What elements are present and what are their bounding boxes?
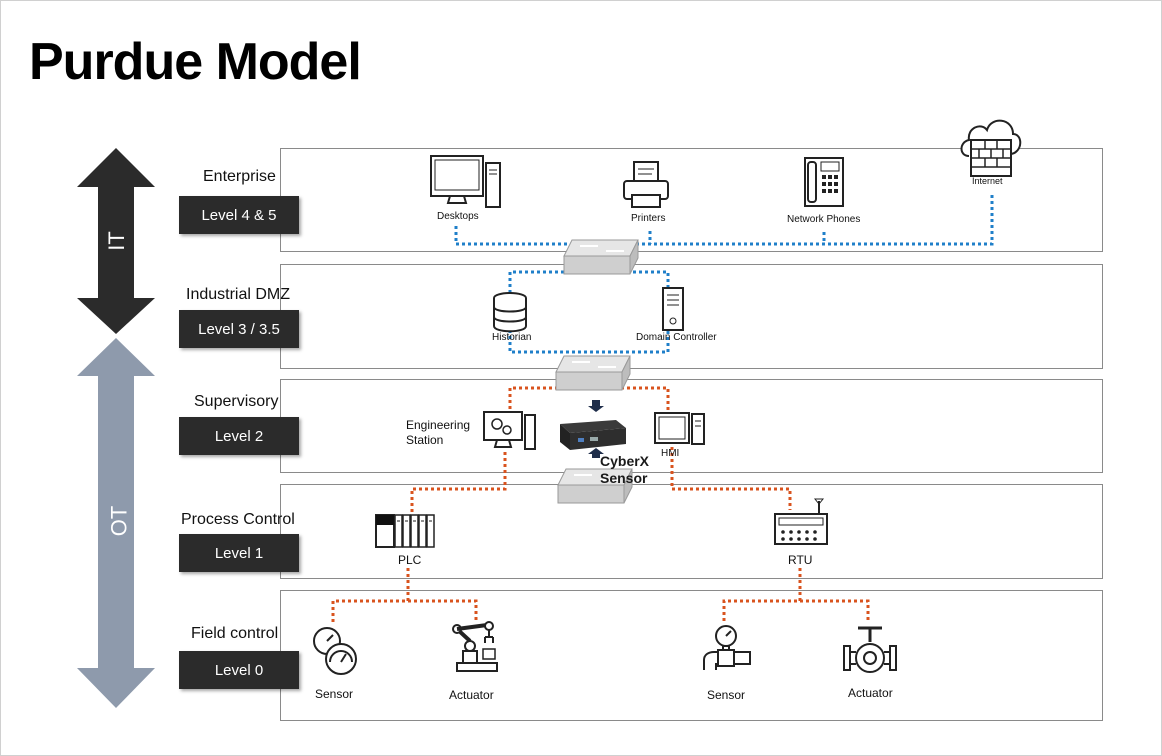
desktop-icon (430, 155, 501, 208)
historian-label: Historian (492, 332, 532, 343)
internet-label: Internet (972, 176, 1003, 186)
field-sensor-left-label: Sensor (315, 687, 354, 701)
level-badge-0: Level 0 (179, 651, 299, 689)
pressure-sensor-icon (703, 625, 751, 670)
desktops-label: Desktops (437, 211, 479, 222)
it-link-dmz (508, 270, 670, 293)
level-name-dmz: Industrial DMZ (186, 286, 291, 303)
ot-link-plc-field (331, 568, 410, 623)
ot-link-eng (410, 452, 507, 512)
it-ot-arrows (77, 148, 155, 708)
ot-link-rtu-field (722, 568, 802, 622)
level-badge-4-5: Level 4 & 5 (179, 196, 299, 234)
level-name-supervisory: Supervisory (194, 393, 279, 410)
plc-label: PLC (398, 553, 422, 567)
printers-label: Printers (631, 213, 666, 224)
hmi-label: HMI (661, 448, 680, 459)
database-icon (493, 292, 527, 333)
page-title: Purdue Model (29, 33, 362, 91)
hmi-workstation-icon (654, 412, 705, 445)
domain-controller-label: Domain Controller (636, 332, 717, 343)
level-name-process-control: Process Control (181, 511, 295, 528)
switch-icon (557, 468, 633, 504)
ot-link-supervisory (508, 386, 670, 415)
level-name-field-control: Field control (191, 625, 279, 642)
appliance-icon (560, 400, 626, 458)
field-actuator-right-label: Actuator (848, 686, 893, 700)
level-name-enterprise: Enterprise (203, 168, 276, 185)
workstation-icon (483, 411, 536, 450)
ot-link-plc-actuator (408, 599, 478, 620)
robot-arm-icon (452, 621, 498, 672)
level-badge-1: Level 1 (179, 534, 299, 572)
ot-link-rtu-actuator (800, 599, 870, 622)
switch-icon (555, 355, 631, 391)
band-process-control (280, 484, 1103, 579)
rtu-label: RTU (788, 553, 813, 567)
field-sensor-right-label: Sensor (707, 688, 746, 702)
ot-arrow (77, 338, 155, 708)
field-actuator-left-label: Actuator (449, 688, 494, 702)
gauge-icon (313, 627, 357, 675)
plc-icon (375, 514, 435, 548)
band-dmz (280, 264, 1103, 369)
server-icon (662, 287, 684, 331)
band-enterprise (280, 148, 1103, 252)
switch-icon (563, 239, 639, 275)
level-badge-3: Level 3 / 3.5 (179, 310, 299, 348)
level-badge-2: Level 2 (179, 417, 299, 455)
cloud-icon (960, 119, 1022, 177)
it-link-enterprise (454, 193, 994, 246)
it-arrow (77, 148, 155, 334)
printer-icon (623, 161, 669, 208)
cyberx-sensor-label: CyberX Sensor (600, 453, 650, 486)
network-phones-label: Network Phones (787, 214, 861, 225)
ot-link-hmi (670, 447, 792, 510)
rtu-icon (774, 498, 828, 545)
band-field-control (280, 590, 1103, 721)
engineering-station-label: Engineering Station (406, 418, 471, 447)
phone-icon (804, 157, 844, 207)
valve-icon (843, 626, 897, 673)
